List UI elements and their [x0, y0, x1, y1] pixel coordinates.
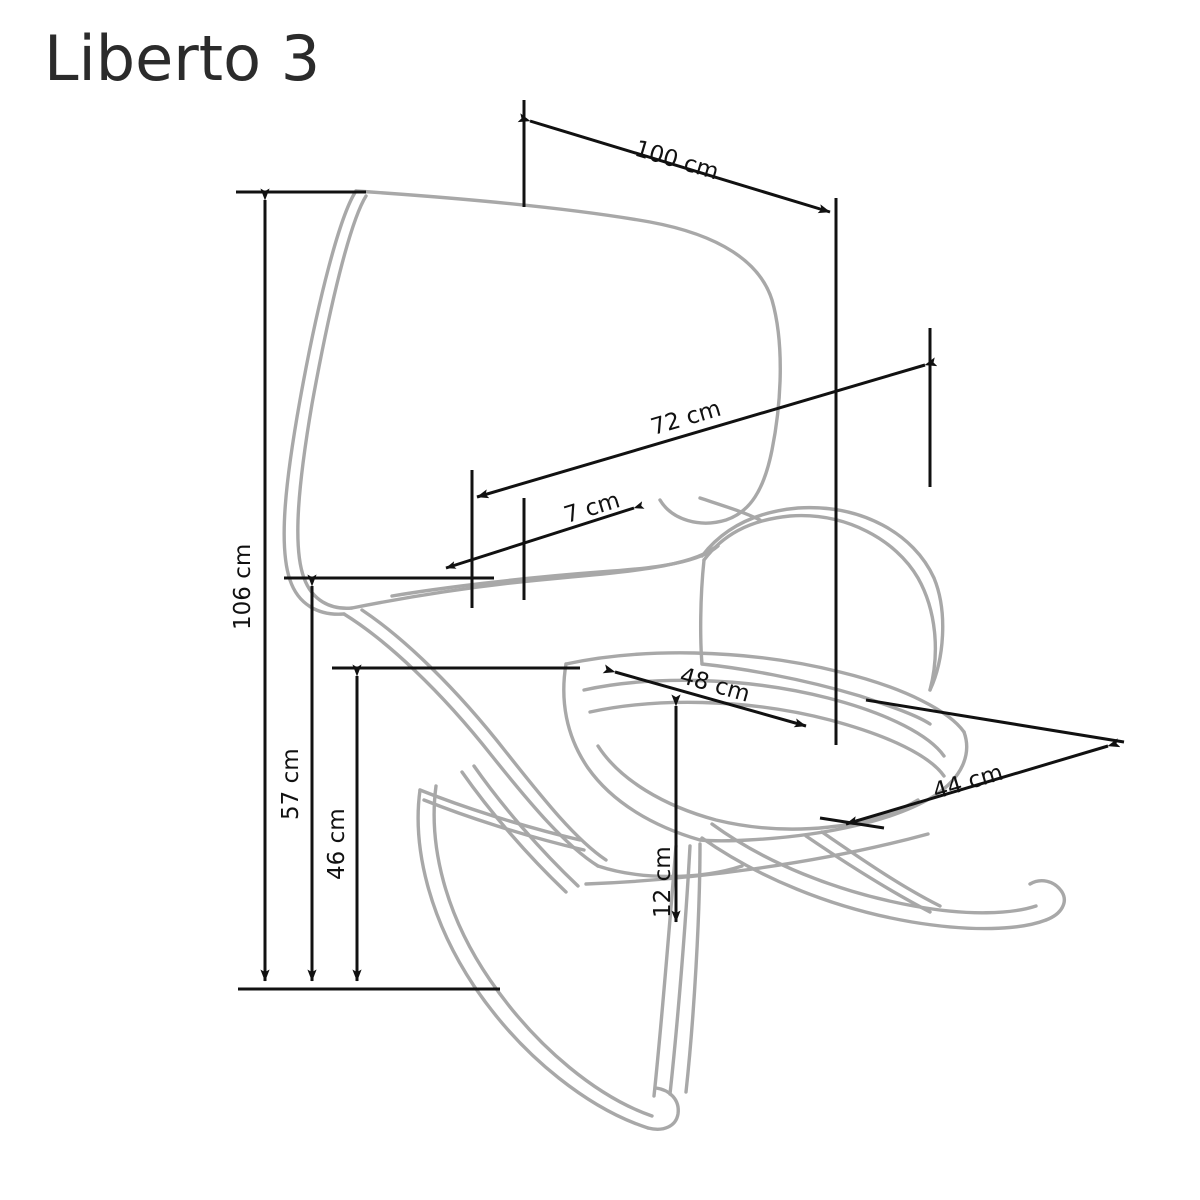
- leg-cross-long: [584, 832, 930, 886]
- dimension-label-106cm: 106 cm: [230, 543, 256, 630]
- seat-cushion-front: [562, 662, 702, 842]
- seat-shell-left-side-inner: [360, 608, 608, 862]
- dim-line-72: [476, 357, 938, 499]
- dim-line-48: [602, 664, 807, 728]
- leg-rear-down-b: [820, 830, 942, 908]
- rocking-chair-outline: [282, 189, 1066, 1131]
- dim-line-100: [517, 113, 831, 214]
- backrest-bottom-fold: [390, 544, 720, 598]
- leg-center-down-c: [684, 842, 702, 1094]
- seat-cushion-top: [564, 651, 966, 734]
- dimension-label-46cm: 46 cm: [324, 808, 350, 880]
- backrest-outer-shell: [354, 189, 782, 525]
- dim-line-44: [845, 738, 1121, 826]
- leg-rear-strut-b: [422, 798, 586, 852]
- rocker-runner-right-tip: [1028, 879, 1066, 922]
- leg-front-left-upper-b: [472, 764, 580, 888]
- dimension-label-57cm: 57 cm: [278, 748, 304, 820]
- backrest-left-edge: [282, 189, 358, 616]
- seat-cushion-thickness-2: [588, 700, 946, 778]
- seat-cushion-thickness-1: [582, 678, 946, 758]
- rocker-runner-left: [416, 788, 650, 1130]
- rocker-runner-left-tip: [646, 1086, 680, 1131]
- leg-rear-down-a: [804, 834, 932, 914]
- ext-line-44-upper: [865, 698, 1125, 744]
- seat-shell-bottom: [596, 864, 744, 879]
- dim-line-7: [445, 501, 645, 570]
- armrest-outer: [700, 505, 945, 692]
- armrest-top: [702, 513, 938, 692]
- leg-front-left-upper: [460, 770, 568, 894]
- seat-shell-left-side: [342, 612, 600, 868]
- rocker-runner-left-inner: [432, 784, 654, 1118]
- armrest-front-face: [699, 558, 706, 666]
- leg-rear-strut: [418, 788, 582, 842]
- dimension-lines: [236, 100, 1125, 991]
- leg-center-down-b: [668, 844, 692, 1096]
- page-title: Liberto 3: [44, 22, 321, 95]
- dimension-label-12cm: 12 cm: [650, 846, 676, 918]
- rocker-runner-right: [700, 836, 1048, 931]
- rocker-runner-right-inner: [710, 822, 1038, 915]
